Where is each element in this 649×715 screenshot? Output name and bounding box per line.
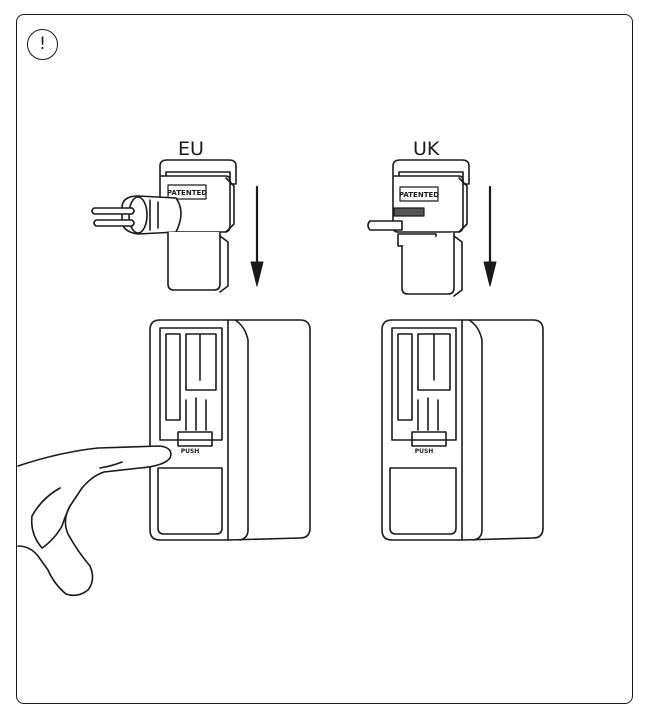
down-arrow-icon-uk	[483, 185, 497, 287]
right-push-stamp: PUSH	[415, 448, 434, 455]
uk-plug-adapter: PATENTED	[367, 159, 470, 297]
left-push-stamp: PUSH	[181, 448, 200, 455]
charger-body-left: PUSH	[149, 319, 311, 541]
label-eu: EU	[178, 138, 204, 160]
warning-icon: !	[27, 29, 58, 60]
hand-pointer-icon	[17, 445, 172, 597]
charger-body-right: PUSH	[381, 319, 544, 541]
eu-plug-adapter: PATENTED	[91, 159, 237, 293]
warning-symbol: !	[39, 34, 46, 54]
eu-patented-stamp: PATENTED	[167, 189, 207, 197]
diagram-frame	[16, 14, 633, 704]
down-arrow-icon-eu	[250, 185, 264, 287]
uk-patented-stamp: PATENTED	[399, 191, 439, 199]
label-uk: UK	[413, 138, 440, 160]
